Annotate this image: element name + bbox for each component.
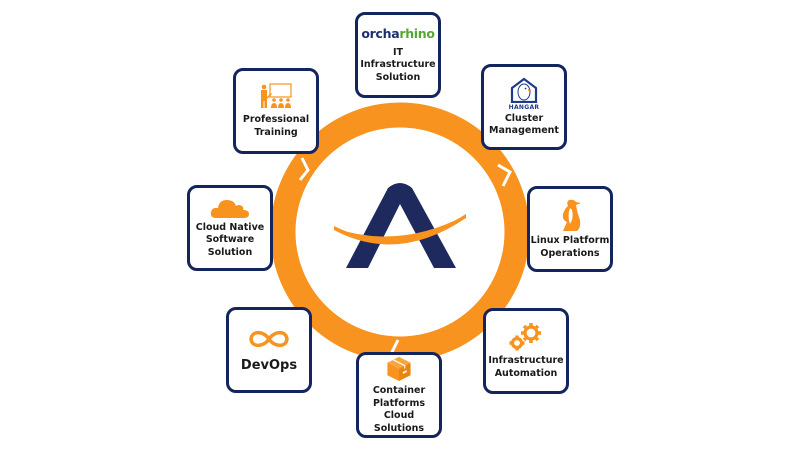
infinity-icon (249, 330, 289, 347)
node-label: DevOps (240, 357, 298, 373)
node-label: Cloud Native Software Solution (195, 221, 265, 258)
node-linux-platform: Linux Platform Operations (527, 186, 613, 272)
orcharhino-logo-icon: orcharhino (361, 25, 435, 41)
node-label: Container Platforms Cloud Solutions (372, 385, 426, 434)
gears-icon (509, 323, 541, 351)
node-cluster-management: HANGAR Cluster Management (481, 64, 567, 150)
node-label: Linux Platform Operations (530, 235, 610, 259)
node-it-infrastructure: orcharhino IT Infrastructure Solution (355, 12, 441, 98)
penguin-icon (562, 199, 581, 231)
node-label: Cluster Management (489, 112, 559, 137)
box-icon (387, 356, 411, 382)
node-label: IT Infrastructure Solution (360, 46, 436, 83)
node-devops: DevOps (226, 307, 312, 393)
node-professional-training: Professional Training (233, 68, 319, 154)
node-cloud-native: Cloud Native Software Solution (187, 185, 273, 271)
node-container-platforms: Container Platforms Cloud Solutions (356, 352, 442, 438)
center-logo-icon (334, 183, 466, 268)
cloud-icon (210, 199, 249, 218)
hangar-goose-icon (510, 77, 538, 103)
node-infrastructure-automation: Infrastructure Automation (483, 308, 569, 394)
node-label: Infrastructure Automation (488, 355, 564, 379)
node-label: Professional Training (242, 114, 310, 138)
presentation-icon (261, 83, 292, 108)
